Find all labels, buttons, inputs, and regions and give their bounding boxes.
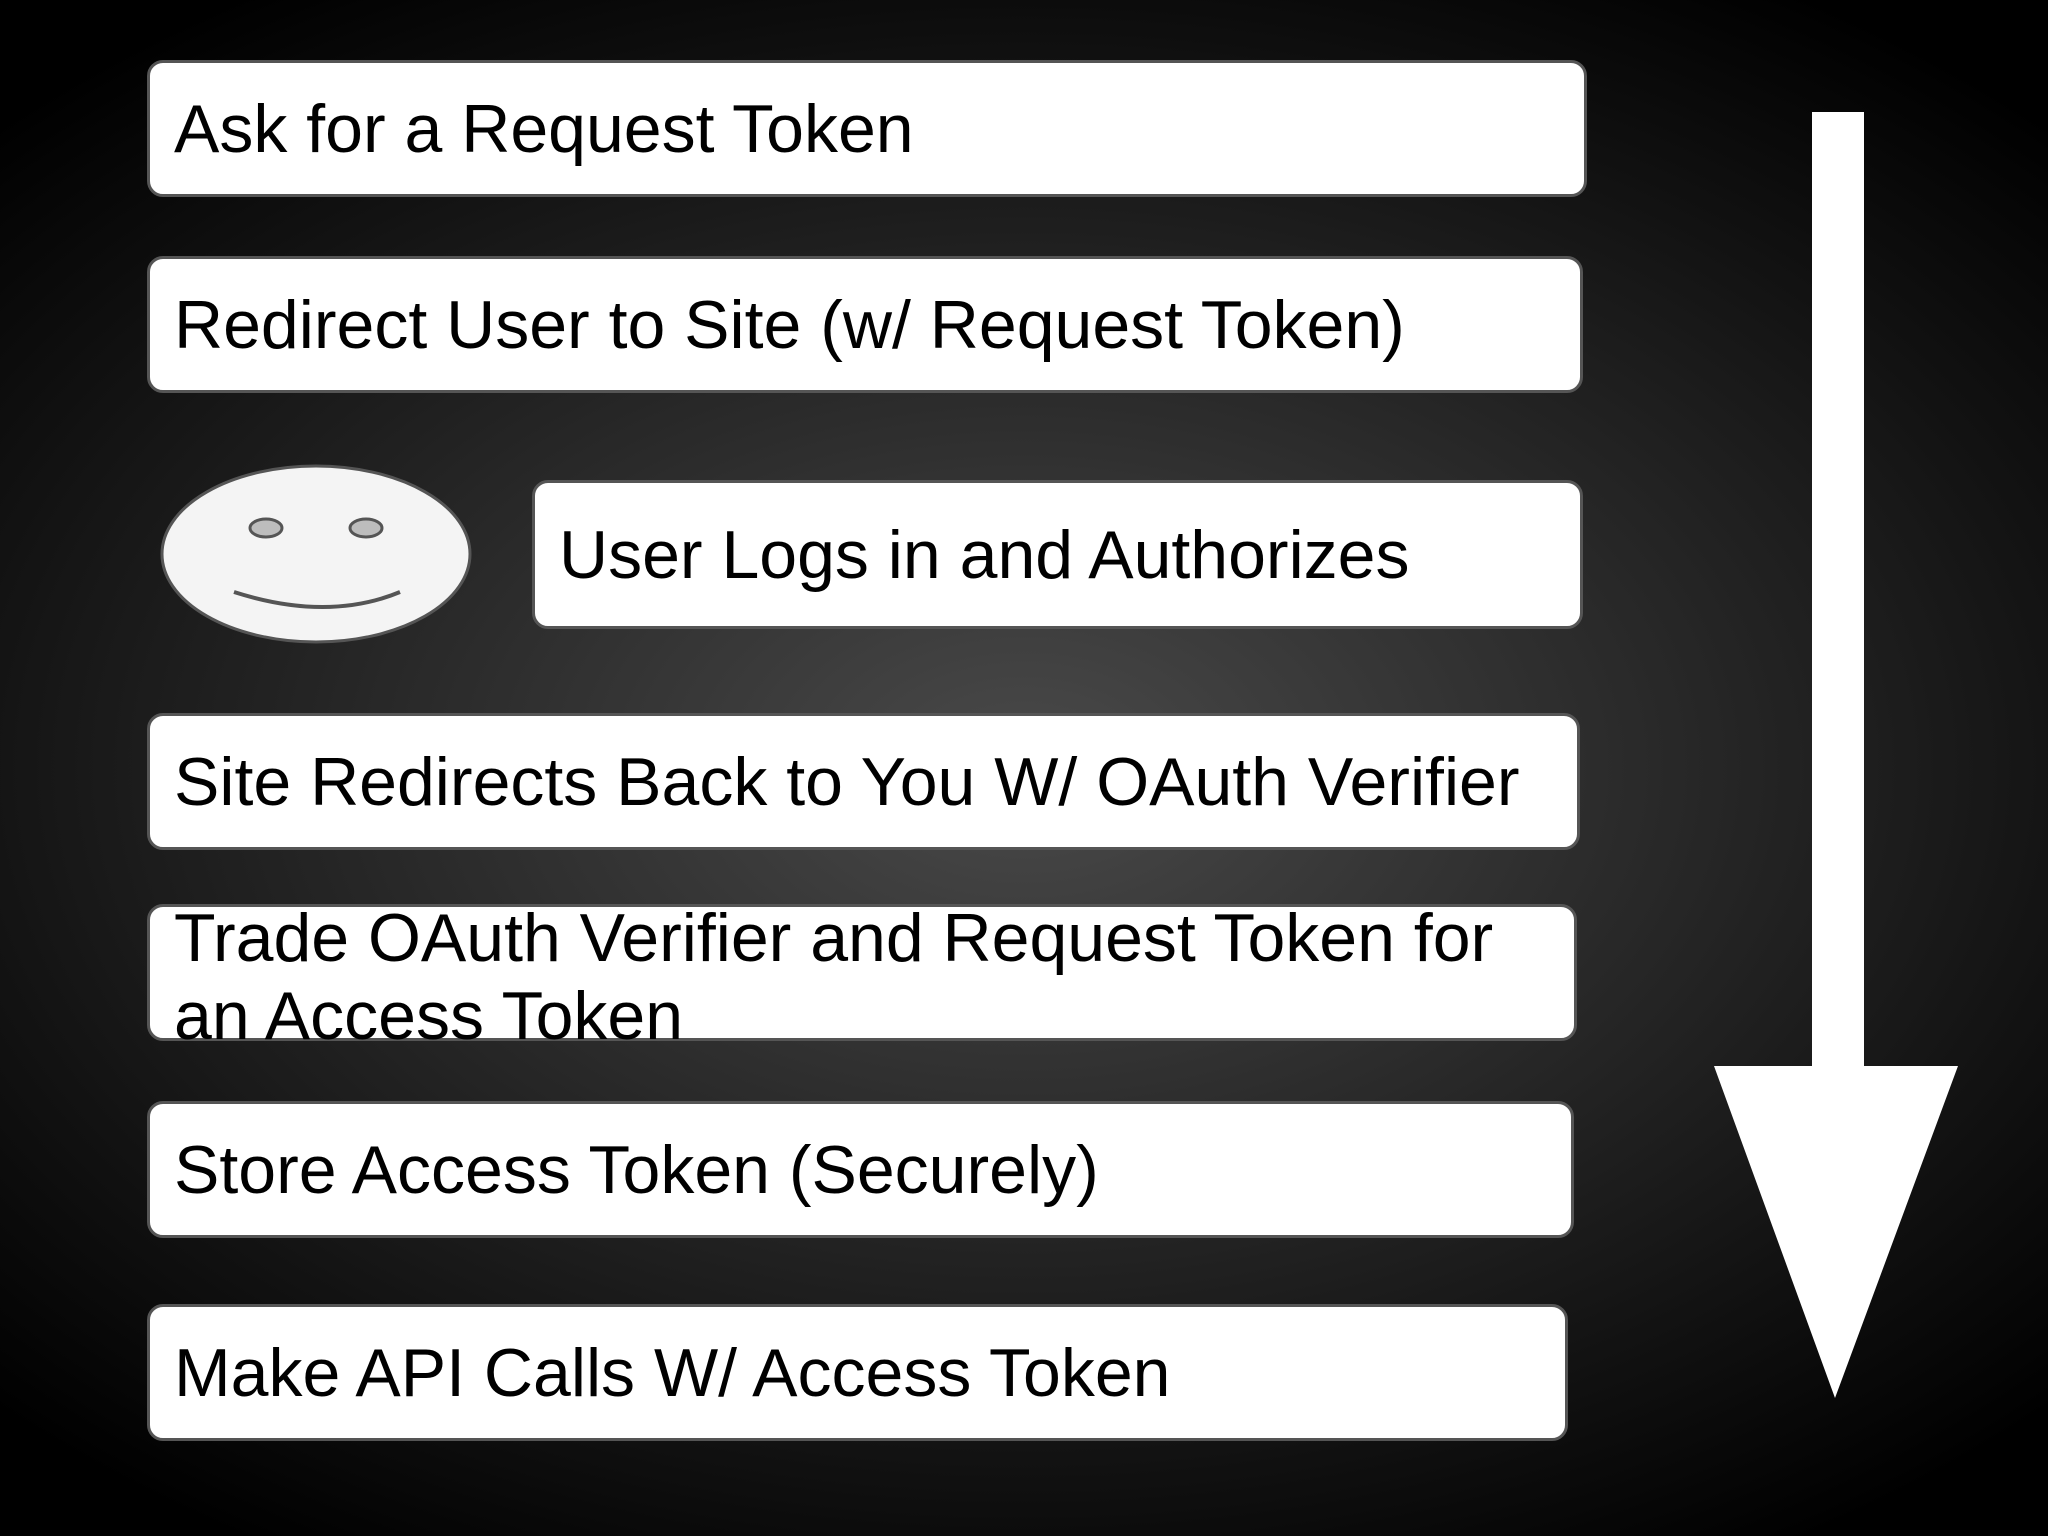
step-trade-verifier: Trade OAuth Verifier and Request Token f…	[147, 900, 1577, 1054]
step-user-authorizes: User Logs in and Authorizes	[532, 480, 1583, 629]
down-arrow-icon	[1714, 112, 1958, 1398]
step-label: User Logs in and Authorizes	[559, 516, 1410, 593]
step-label: Make API Calls W/ Access Token	[174, 1334, 1171, 1411]
step-label: Trade OAuth Verifier and Request Token f…	[174, 900, 1494, 1054]
smiley-face-icon	[160, 464, 472, 644]
step-make-api-calls: Make API Calls W/ Access Token	[147, 1304, 1568, 1441]
step-store-access-token: Store Access Token (Securely)	[147, 1101, 1574, 1238]
step-site-redirects-back: Site Redirects Back to You W/ OAuth Veri…	[147, 713, 1580, 850]
step-redirect-user: Redirect User to Site (w/ Request Token)	[147, 256, 1583, 393]
step-ask-request-token: Ask for a Request Token	[147, 60, 1587, 197]
step-label: Store Access Token (Securely)	[174, 1131, 1099, 1208]
step-label: Site Redirects Back to You W/ OAuth Veri…	[174, 743, 1520, 820]
step-label: Ask for a Request Token	[174, 90, 914, 167]
step-label: Redirect User to Site (w/ Request Token)	[174, 286, 1405, 363]
